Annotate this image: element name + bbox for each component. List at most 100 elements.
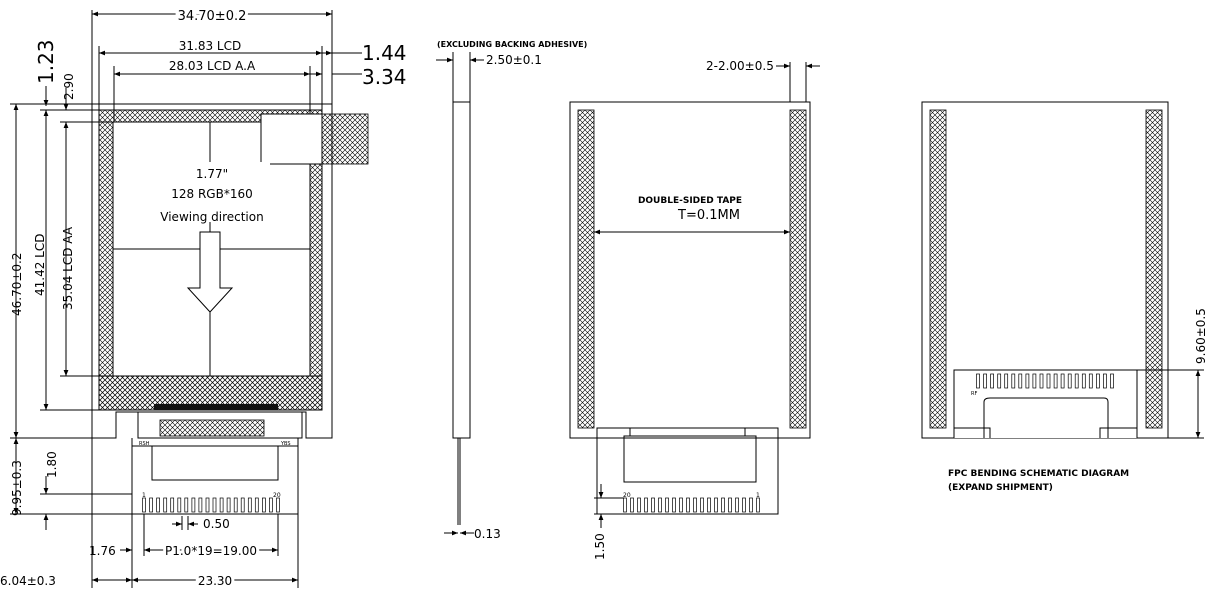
bent-mark: RF — [971, 391, 977, 397]
back-pin-1: 1 — [756, 492, 760, 499]
fpc-pin — [254, 497, 259, 513]
tape-strip-right — [789, 109, 807, 429]
bent-fpc-window — [983, 397, 1109, 428]
fpc-pin — [1011, 373, 1016, 389]
fpc-pin — [728, 497, 732, 513]
fpc-pin — [1103, 373, 1107, 389]
fpc-pin — [212, 497, 217, 513]
fpc-pin — [623, 497, 627, 513]
fpc-pin — [693, 497, 697, 513]
dim-lcd-width-label: 31.83 LCD — [179, 39, 241, 53]
dim-lcd-height-label: 41.42 LCD — [33, 234, 47, 296]
fpc-pin — [156, 497, 160, 513]
fpc-pin — [184, 497, 189, 513]
fpc-pin — [735, 497, 739, 513]
fpc-outline — [131, 438, 299, 515]
back-fpc-outline — [596, 428, 779, 515]
label-mask — [150, 162, 270, 222]
fpc-pin — [756, 497, 760, 513]
fpc-pin — [990, 373, 994, 389]
fpc-pin — [142, 497, 146, 513]
back-outline — [569, 101, 811, 439]
driver-ic — [154, 404, 278, 410]
fpc-pin — [198, 497, 203, 513]
dim-pin-height-label: 1.80 — [45, 451, 59, 478]
fpc-pin — [672, 497, 676, 513]
fpc-pin — [658, 497, 662, 513]
bent-tape-right — [1145, 109, 1163, 429]
fpc-pin — [233, 497, 238, 513]
tape-strip-left — [577, 109, 595, 429]
fpc-pin — [997, 373, 1002, 389]
right-offset-1-label: 1.44 — [362, 41, 407, 65]
back-fpc-window — [623, 435, 757, 483]
side-module — [452, 101, 471, 439]
dim-pitch-label: P1.0*19=19.00 — [165, 544, 257, 558]
bent-tape-left — [929, 109, 947, 429]
fpc-pin — [721, 497, 725, 513]
fpc-pins-front — [142, 497, 280, 513]
fpc-pin — [205, 497, 210, 513]
fpc-pin — [1110, 373, 1114, 389]
fpc-pin — [1039, 373, 1044, 389]
fpc-pin — [269, 497, 273, 513]
fpc-pin — [1081, 373, 1086, 389]
side-thickness-label: 2.50±0.1 — [486, 53, 542, 67]
fpc-pin — [191, 497, 196, 513]
fpc-pin — [976, 373, 980, 389]
fpc-pin — [276, 497, 280, 513]
fpc-pin — [163, 497, 168, 513]
back-pin-height-label: 1.50 — [593, 533, 607, 560]
side-view: (EXCLUDING BACKING ADHESIVE) 2.50±0.1 0.… — [436, 40, 587, 541]
fpc-pin — [686, 497, 690, 513]
fpc-pin — [226, 497, 231, 513]
dim-pitch-offset-label: 1.76 — [89, 544, 116, 558]
fpc-pin — [637, 497, 641, 513]
fpc-pin — [1046, 373, 1051, 389]
fpc-pin-20: 20 — [273, 492, 281, 499]
fpc-mark-left: RSH — [139, 441, 150, 447]
top-offset-1-label: 1.23 — [34, 39, 58, 84]
dim-left-offset-label: 6.04±0.3 — [0, 574, 56, 588]
fpc-pin — [644, 497, 648, 513]
right-offset-2-label: 3.34 — [362, 65, 407, 89]
fpc-cutout — [151, 446, 279, 481]
tape-thickness-label: T=0.1MM — [677, 208, 740, 223]
panel-resolution: 128 RGB*160 — [171, 187, 253, 201]
fpc-pin — [170, 497, 175, 513]
fpc-pin — [1067, 373, 1072, 389]
fpc-pin — [177, 497, 182, 513]
fpc-mark-right: YBS — [280, 441, 291, 447]
front-view: 34.70±0.2 31.83 LCD 28.03 LCD A.A 1.44 3… — [0, 6, 407, 591]
fpc-pin — [679, 497, 683, 513]
dim-aa-width-label: 28.03 LCD A.A — [169, 59, 256, 73]
tape-width-label: 2-2.00±0.5 — [706, 59, 774, 73]
fpc-pin — [983, 373, 987, 389]
fpc-pin — [1032, 373, 1037, 389]
back-view: 2-2.00±0.5 DOUBLE-SIDED TAPE T=0.1MM 20 … — [569, 59, 820, 560]
ic-area — [260, 113, 323, 165]
dim-fpc-length-label: 9.95±0.3 — [10, 460, 24, 516]
fpc-pin — [240, 497, 245, 513]
viewing-direction: Viewing direction — [160, 210, 263, 224]
fpc-pin — [149, 497, 153, 513]
fpc-pin — [1018, 373, 1023, 389]
fpc-pin — [262, 497, 266, 513]
fpc-pin — [247, 497, 252, 513]
fpc-pin — [651, 497, 655, 513]
fpc-pin — [742, 497, 746, 513]
bent-height-label: 9.60±0.5 — [1194, 308, 1208, 364]
fpc-pin — [1088, 373, 1093, 389]
fpc-pins-back — [623, 497, 760, 513]
fpc-pin — [665, 497, 669, 513]
dim-width-label: 34.70±0.2 — [178, 9, 247, 24]
fpc-pin — [1025, 373, 1030, 389]
module-outline — [91, 103, 333, 439]
bent-view: RF 9.60±0.5 FPC BENDING SCHEMATIC DIAGRA… — [921, 101, 1208, 493]
fpc-pin — [749, 497, 753, 513]
fpc-tab-top — [321, 113, 369, 165]
fpc-pin — [714, 497, 718, 513]
dim-fpc-width-label: 23.30 — [198, 574, 232, 588]
bent-caption-1: FPC BENDING SCHEMATIC DIAGRAM — [948, 469, 1129, 479]
